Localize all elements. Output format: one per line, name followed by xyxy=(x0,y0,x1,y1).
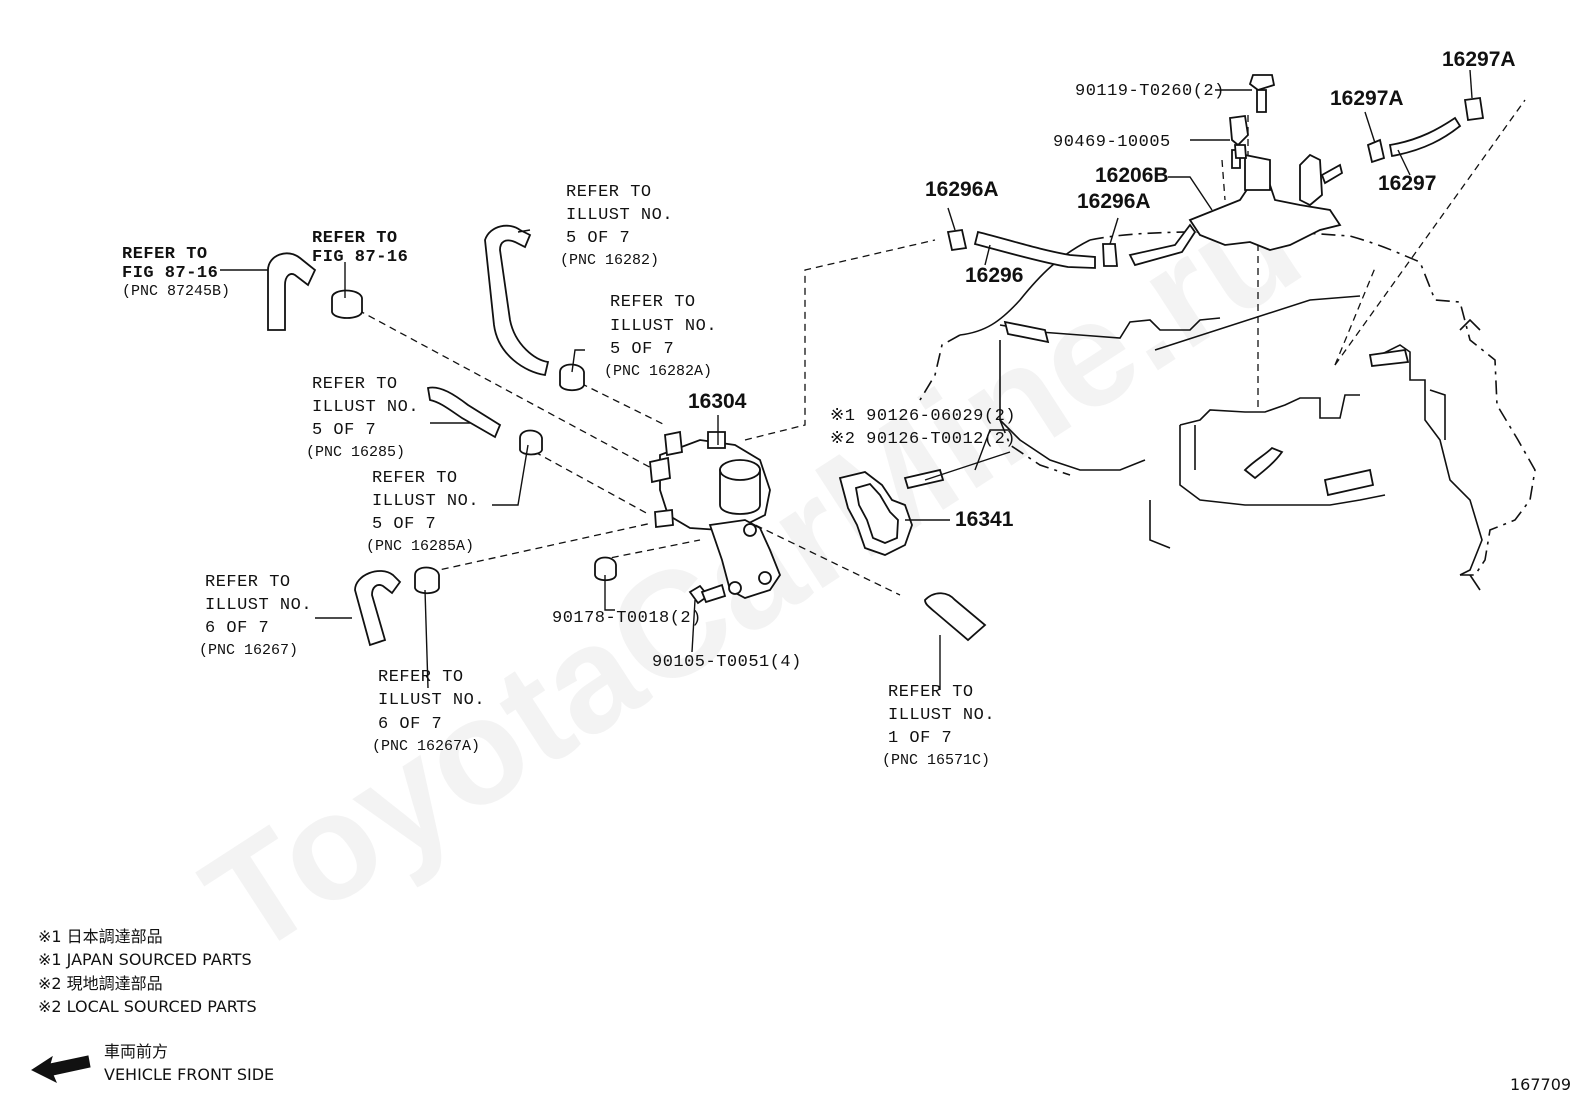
svg-text:(PNC 87245B): (PNC 87245B) xyxy=(122,283,230,300)
label-90178: 90178-T0018(2) xyxy=(552,609,702,628)
ref-fig87-left: REFER TO FIG 87-16 (PNC 87245B) xyxy=(122,245,230,300)
label-16297A-mid: 16297A xyxy=(1330,87,1404,110)
svg-text:ILLUST NO.: ILLUST NO. xyxy=(312,398,419,417)
legend: ※1 日本調達部品 ※1 JAPAN SOURCED PARTS ※2 現地調達… xyxy=(38,927,257,1016)
svg-text:REFER TO: REFER TO xyxy=(372,469,458,488)
gasket-16341-icon xyxy=(838,471,913,556)
nut-90178-icon xyxy=(594,556,617,582)
label-16297: 16297 xyxy=(1378,172,1436,195)
ref-16282: REFER TO ILLUST NO. 5 OF 7 (PNC 16282) xyxy=(560,183,673,269)
svg-text:REFER TO: REFER TO xyxy=(378,668,464,687)
vehicle-front-arrow: 車両前方 VEHICLE FRONT SIDE xyxy=(30,1042,274,1084)
svg-text:REFER TO: REFER TO xyxy=(205,573,291,592)
solid-leaders xyxy=(220,69,1473,690)
svg-text:ILLUST NO.: ILLUST NO. xyxy=(566,206,673,225)
direction-jp: 車両前方 xyxy=(104,1042,168,1061)
svg-text:REFER TO: REFER TO xyxy=(888,683,974,702)
svg-text:(PNC 16285): (PNC 16285) xyxy=(306,444,405,461)
bolt-90119-icon xyxy=(1248,74,1276,113)
ref-16285A: REFER TO ILLUST NO. 5 OF 7 (PNC 16285A) xyxy=(366,469,479,555)
label-16206B: 16206B xyxy=(1095,164,1169,187)
ref-16267A: REFER TO ILLUST NO. 6 OF 7 (PNC 16267A) xyxy=(372,668,485,755)
arrow-left-icon xyxy=(30,1055,91,1084)
svg-text:REFER TO: REFER TO xyxy=(122,245,208,264)
svg-text:ILLUST NO.: ILLUST NO. xyxy=(378,691,485,710)
svg-text:※2 現地調達部品: ※2 現地調達部品 xyxy=(38,974,163,993)
svg-text:5 OF 7: 5 OF 7 xyxy=(312,421,376,440)
svg-text:(PNC 16267A): (PNC 16267A) xyxy=(372,738,480,755)
svg-text:※2 LOCAL SOURCED PARTS: ※2 LOCAL SOURCED PARTS xyxy=(38,997,257,1016)
label-90126-2: ※2 90126-T0012(2) xyxy=(830,430,1016,449)
svg-text:REFER TO: REFER TO xyxy=(566,183,652,202)
label-16296A-left: 16296A xyxy=(925,178,999,201)
hose-16297-icon xyxy=(1366,96,1485,164)
svg-text:※1 JAPAN SOURCED PARTS: ※1 JAPAN SOURCED PARTS xyxy=(38,950,252,969)
svg-text:ILLUST NO.: ILLUST NO. xyxy=(372,492,479,511)
label-16296: 16296 xyxy=(965,264,1023,287)
water-outlet-16304-icon xyxy=(649,430,782,599)
svg-text:(PNC 16285A): (PNC 16285A) xyxy=(366,538,474,555)
svg-text:(PNC 16267): (PNC 16267) xyxy=(199,642,298,659)
svg-text:REFER TO: REFER TO xyxy=(312,375,398,394)
svg-text:6 OF 7: 6 OF 7 xyxy=(378,715,442,734)
hose-16296-icon xyxy=(946,228,1118,269)
label-90469: 90469-10005 xyxy=(1053,133,1171,152)
svg-text:ILLUST NO.: ILLUST NO. xyxy=(888,706,995,725)
svg-text:1 OF 7: 1 OF 7 xyxy=(888,729,952,748)
left-hoses xyxy=(267,224,585,647)
ref-fig87-right: REFER TO FIG 87-16 xyxy=(312,229,408,267)
bolt-90105-icon xyxy=(688,583,727,605)
svg-text:※1 日本調達部品: ※1 日本調達部品 xyxy=(38,927,163,946)
ref-16282A: REFER TO ILLUST NO. 5 OF 7 (PNC 16282A) xyxy=(604,293,717,380)
ref-16285: REFER TO ILLUST NO. 5 OF 7 (PNC 16285) xyxy=(306,375,419,461)
svg-text:5 OF 7: 5 OF 7 xyxy=(566,229,630,248)
label-16297A-top: 16297A xyxy=(1442,48,1516,71)
label-90119: 90119-T0260(2) xyxy=(1075,82,1225,101)
svg-text:FIG 87-16: FIG 87-16 xyxy=(122,264,218,283)
engine-block xyxy=(919,231,1536,591)
ref-16571C: REFER TO ILLUST NO. 1 OF 7 (PNC 16571C) xyxy=(882,683,995,769)
label-90126-1: ※1 90126-06029(2) xyxy=(830,407,1016,426)
hose-16571C-icon xyxy=(924,592,987,642)
svg-text:REFER TO: REFER TO xyxy=(312,229,398,248)
label-16304: 16304 xyxy=(688,390,747,413)
label-16296A-right: 16296A xyxy=(1077,190,1151,213)
svg-text:(PNC 16571C): (PNC 16571C) xyxy=(882,752,990,769)
bracket-16206B xyxy=(1128,149,1344,267)
svg-text:(PNC 16282A): (PNC 16282A) xyxy=(604,363,712,380)
svg-text:5 OF 7: 5 OF 7 xyxy=(610,340,674,359)
svg-text:ILLUST NO.: ILLUST NO. xyxy=(610,317,717,336)
clip-90469-icon xyxy=(1229,114,1249,159)
label-90105: 90105-T0051(4) xyxy=(652,653,802,672)
svg-text:REFER TO: REFER TO xyxy=(610,293,696,312)
figure-number: 167709 xyxy=(1510,1075,1571,1094)
direction-en: VEHICLE FRONT SIDE xyxy=(104,1065,274,1084)
svg-text:FIG 87-16: FIG 87-16 xyxy=(312,248,408,267)
svg-text:6 OF 7: 6 OF 7 xyxy=(205,619,269,638)
label-16341: 16341 xyxy=(955,508,1014,531)
ref-16267: REFER TO ILLUST NO. 6 OF 7 (PNC 16267) xyxy=(199,573,312,659)
stud-90126-icon xyxy=(903,468,945,490)
svg-text:ILLUST NO.: ILLUST NO. xyxy=(205,596,312,615)
svg-text:(PNC 16282): (PNC 16282) xyxy=(560,252,659,269)
svg-text:5 OF 7: 5 OF 7 xyxy=(372,515,436,534)
